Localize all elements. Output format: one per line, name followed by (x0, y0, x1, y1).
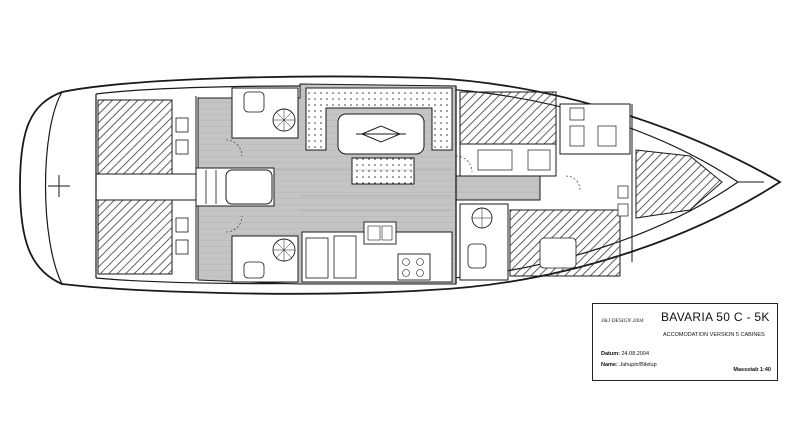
scale: Massstab 1:40 (733, 367, 771, 373)
mid-cabin-port-floor (459, 143, 557, 177)
name-value: Jahupin/Bilelup (619, 362, 657, 368)
aft-cabin-starboard-berth (97, 199, 173, 275)
date-value: 24.08.2004 (621, 351, 650, 357)
doors (225, 139, 581, 233)
aft-cabin-lockers (175, 117, 189, 255)
centre-marker-icon (48, 175, 70, 197)
designer-name: J&J DESIGN 2004 (601, 318, 644, 324)
mid-cabin-port-berth (459, 91, 557, 145)
aft-cabin-port-berth (97, 99, 173, 175)
transom (44, 91, 63, 285)
accommodation-version: ACCOMODATION VERSION 5 CABINES (663, 332, 765, 338)
forward-vberth (635, 149, 723, 219)
saloon-seat (351, 157, 415, 185)
boat-model: BAVARIA 50 C - 5K (661, 310, 770, 324)
galley-stove (397, 253, 431, 281)
saloon-settee (305, 87, 453, 151)
name-label: Name: (601, 362, 618, 368)
galley-fridge (305, 237, 329, 279)
fwd-head-port (559, 103, 631, 155)
name-row: Name: Jahupin/Bilelup (601, 362, 657, 368)
compass-rose-icon (356, 125, 406, 143)
date-label: Datum: (601, 351, 620, 357)
date-row: Datum: 24.08.2004 (601, 351, 649, 357)
title-block: J&J DESIGN 2004 BAVARIA 50 C - 5K ACCOMO… (592, 303, 778, 381)
